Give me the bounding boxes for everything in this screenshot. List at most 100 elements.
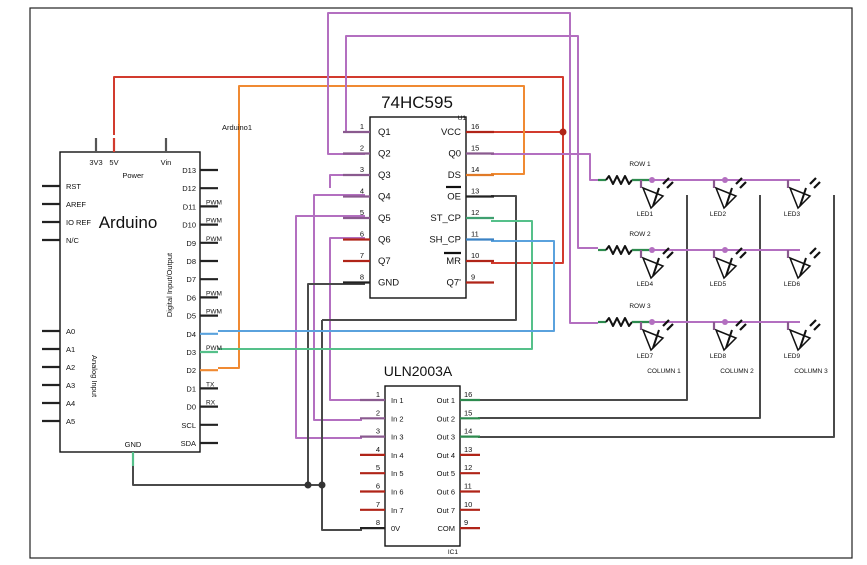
arduino-analog-label: Analog Input	[90, 355, 99, 398]
junction-dot	[722, 177, 728, 183]
led-cathode-bar	[725, 187, 733, 207]
arduino-gnd-label: GND	[125, 440, 142, 449]
shift-register-74hc595: 74HC595U11Q12Q23Q34Q45Q56Q67Q78GND16VCC1…	[343, 93, 494, 299]
led-4: LED4	[637, 247, 674, 288]
pin-name: GND	[378, 278, 399, 289]
pin-number: 11	[464, 482, 472, 491]
pin-number: 16	[464, 390, 472, 399]
pin-number: 10	[471, 251, 479, 260]
pin-number: 10	[464, 500, 472, 509]
pin-name: In 3	[391, 433, 404, 442]
led-label: LED9	[784, 353, 801, 360]
resistor-symbol	[605, 245, 633, 255]
pin-number: 12	[471, 208, 479, 217]
led-7: LED7	[637, 319, 674, 360]
arduino-pin-label: A0	[66, 327, 75, 336]
arduino-pin-label: 5V	[109, 158, 118, 167]
pin-name: Out 5	[437, 469, 455, 478]
pin-name: OE	[447, 192, 461, 203]
led-8: LED8	[710, 319, 747, 360]
led-emission-arrow	[739, 181, 747, 189]
arduino-pwm-label: PWM	[206, 345, 222, 352]
arduino-pin-label: AREF	[66, 200, 86, 209]
pin-name: SH_CP	[429, 235, 461, 246]
led-symbol	[788, 186, 812, 210]
wires	[113, 12, 835, 531]
arduino-pin-label: D9	[186, 239, 196, 248]
wire-q5-in3	[295, 215, 365, 439]
pin-name: 0V	[391, 524, 400, 533]
pin-name: In 4	[391, 451, 404, 460]
led-6: LED6	[784, 247, 821, 288]
led-2: LED2	[710, 177, 747, 218]
pin-name: Q3	[378, 170, 391, 181]
junction-dot	[722, 319, 728, 325]
wire-out1-col1	[478, 355, 688, 401]
arduino-pin-label: D8	[186, 257, 196, 266]
pin-number: 2	[360, 144, 364, 153]
arduino-pin-label: SCL	[181, 421, 196, 430]
arduino-pin-label: D0	[186, 403, 196, 412]
driver-body	[384, 385, 461, 547]
led-symbol	[788, 328, 812, 352]
arduino-pin-label: RST	[66, 182, 81, 191]
pin-name: Q7	[378, 256, 391, 267]
diagram-frame	[29, 7, 853, 559]
led-symbol	[714, 256, 738, 280]
resistor-symbol	[605, 175, 633, 185]
led-label: LED6	[784, 281, 801, 288]
pin-name: Out 6	[437, 488, 455, 497]
led-emission-arrow	[739, 251, 747, 259]
arduino-pin-label: D1	[186, 384, 196, 393]
arduino-pin-label: D2	[186, 366, 196, 375]
led-emission-arrow	[662, 247, 670, 255]
arduino-tx-label: TX	[206, 381, 215, 388]
led-emission-arrow	[662, 177, 670, 185]
pin-number: 6	[376, 482, 380, 491]
pin-name: ST_CP	[430, 213, 461, 224]
driver-title: ULN2003A	[384, 363, 453, 379]
led-emission-arrow	[735, 177, 743, 185]
arduino-pin-label: SDA	[181, 439, 196, 448]
wire-d2-ds	[218, 85, 525, 369]
wire-out3-col3	[478, 355, 835, 438]
arduino-ref-label: Arduino1	[222, 123, 252, 132]
arduino-pin-label: A5	[66, 417, 75, 426]
led-1: LED1	[637, 177, 674, 218]
led-symbol	[641, 256, 665, 280]
pin-name: In 6	[391, 488, 404, 497]
junction-dot	[559, 128, 567, 136]
arduino-pin-label: D13	[182, 166, 196, 175]
led-5: LED5	[710, 247, 747, 288]
arduino-rx-label: RX	[206, 400, 216, 407]
pin-name: Out 2	[437, 414, 455, 423]
pin-name: In 2	[391, 414, 404, 423]
pin-number: 12	[464, 463, 472, 472]
column-label: COLUMN 1	[647, 368, 681, 375]
led-emission-arrow	[813, 181, 821, 189]
arduino-pin-label: D4	[186, 330, 196, 339]
led-label: LED2	[710, 211, 727, 218]
arduino-pin-label: IO REF	[66, 218, 91, 227]
arduino-pin-label: D11	[183, 202, 196, 211]
pin-name: In 1	[391, 396, 404, 405]
pin-number: 7	[376, 500, 380, 509]
pin-number: 15	[471, 144, 479, 153]
wire-d4-shcp	[218, 240, 555, 332]
led-label: LED3	[784, 211, 801, 218]
led-emission-arrow	[666, 323, 674, 331]
junction-dot	[722, 247, 728, 253]
shift-register-title: 74HC595	[381, 93, 453, 112]
pin-name: Q4	[378, 192, 391, 203]
arduino-pin-label: N/C	[66, 236, 80, 245]
pin-name: Out 3	[437, 433, 455, 442]
led-label: LED4	[637, 281, 654, 288]
junction-dot	[649, 319, 655, 325]
arduino-pin-label: A2	[66, 363, 75, 372]
led-9: LED9	[784, 319, 821, 360]
led-emission-arrow	[813, 251, 821, 259]
wire-sr-gnd	[307, 283, 365, 485]
pin-number: 14	[471, 165, 479, 174]
